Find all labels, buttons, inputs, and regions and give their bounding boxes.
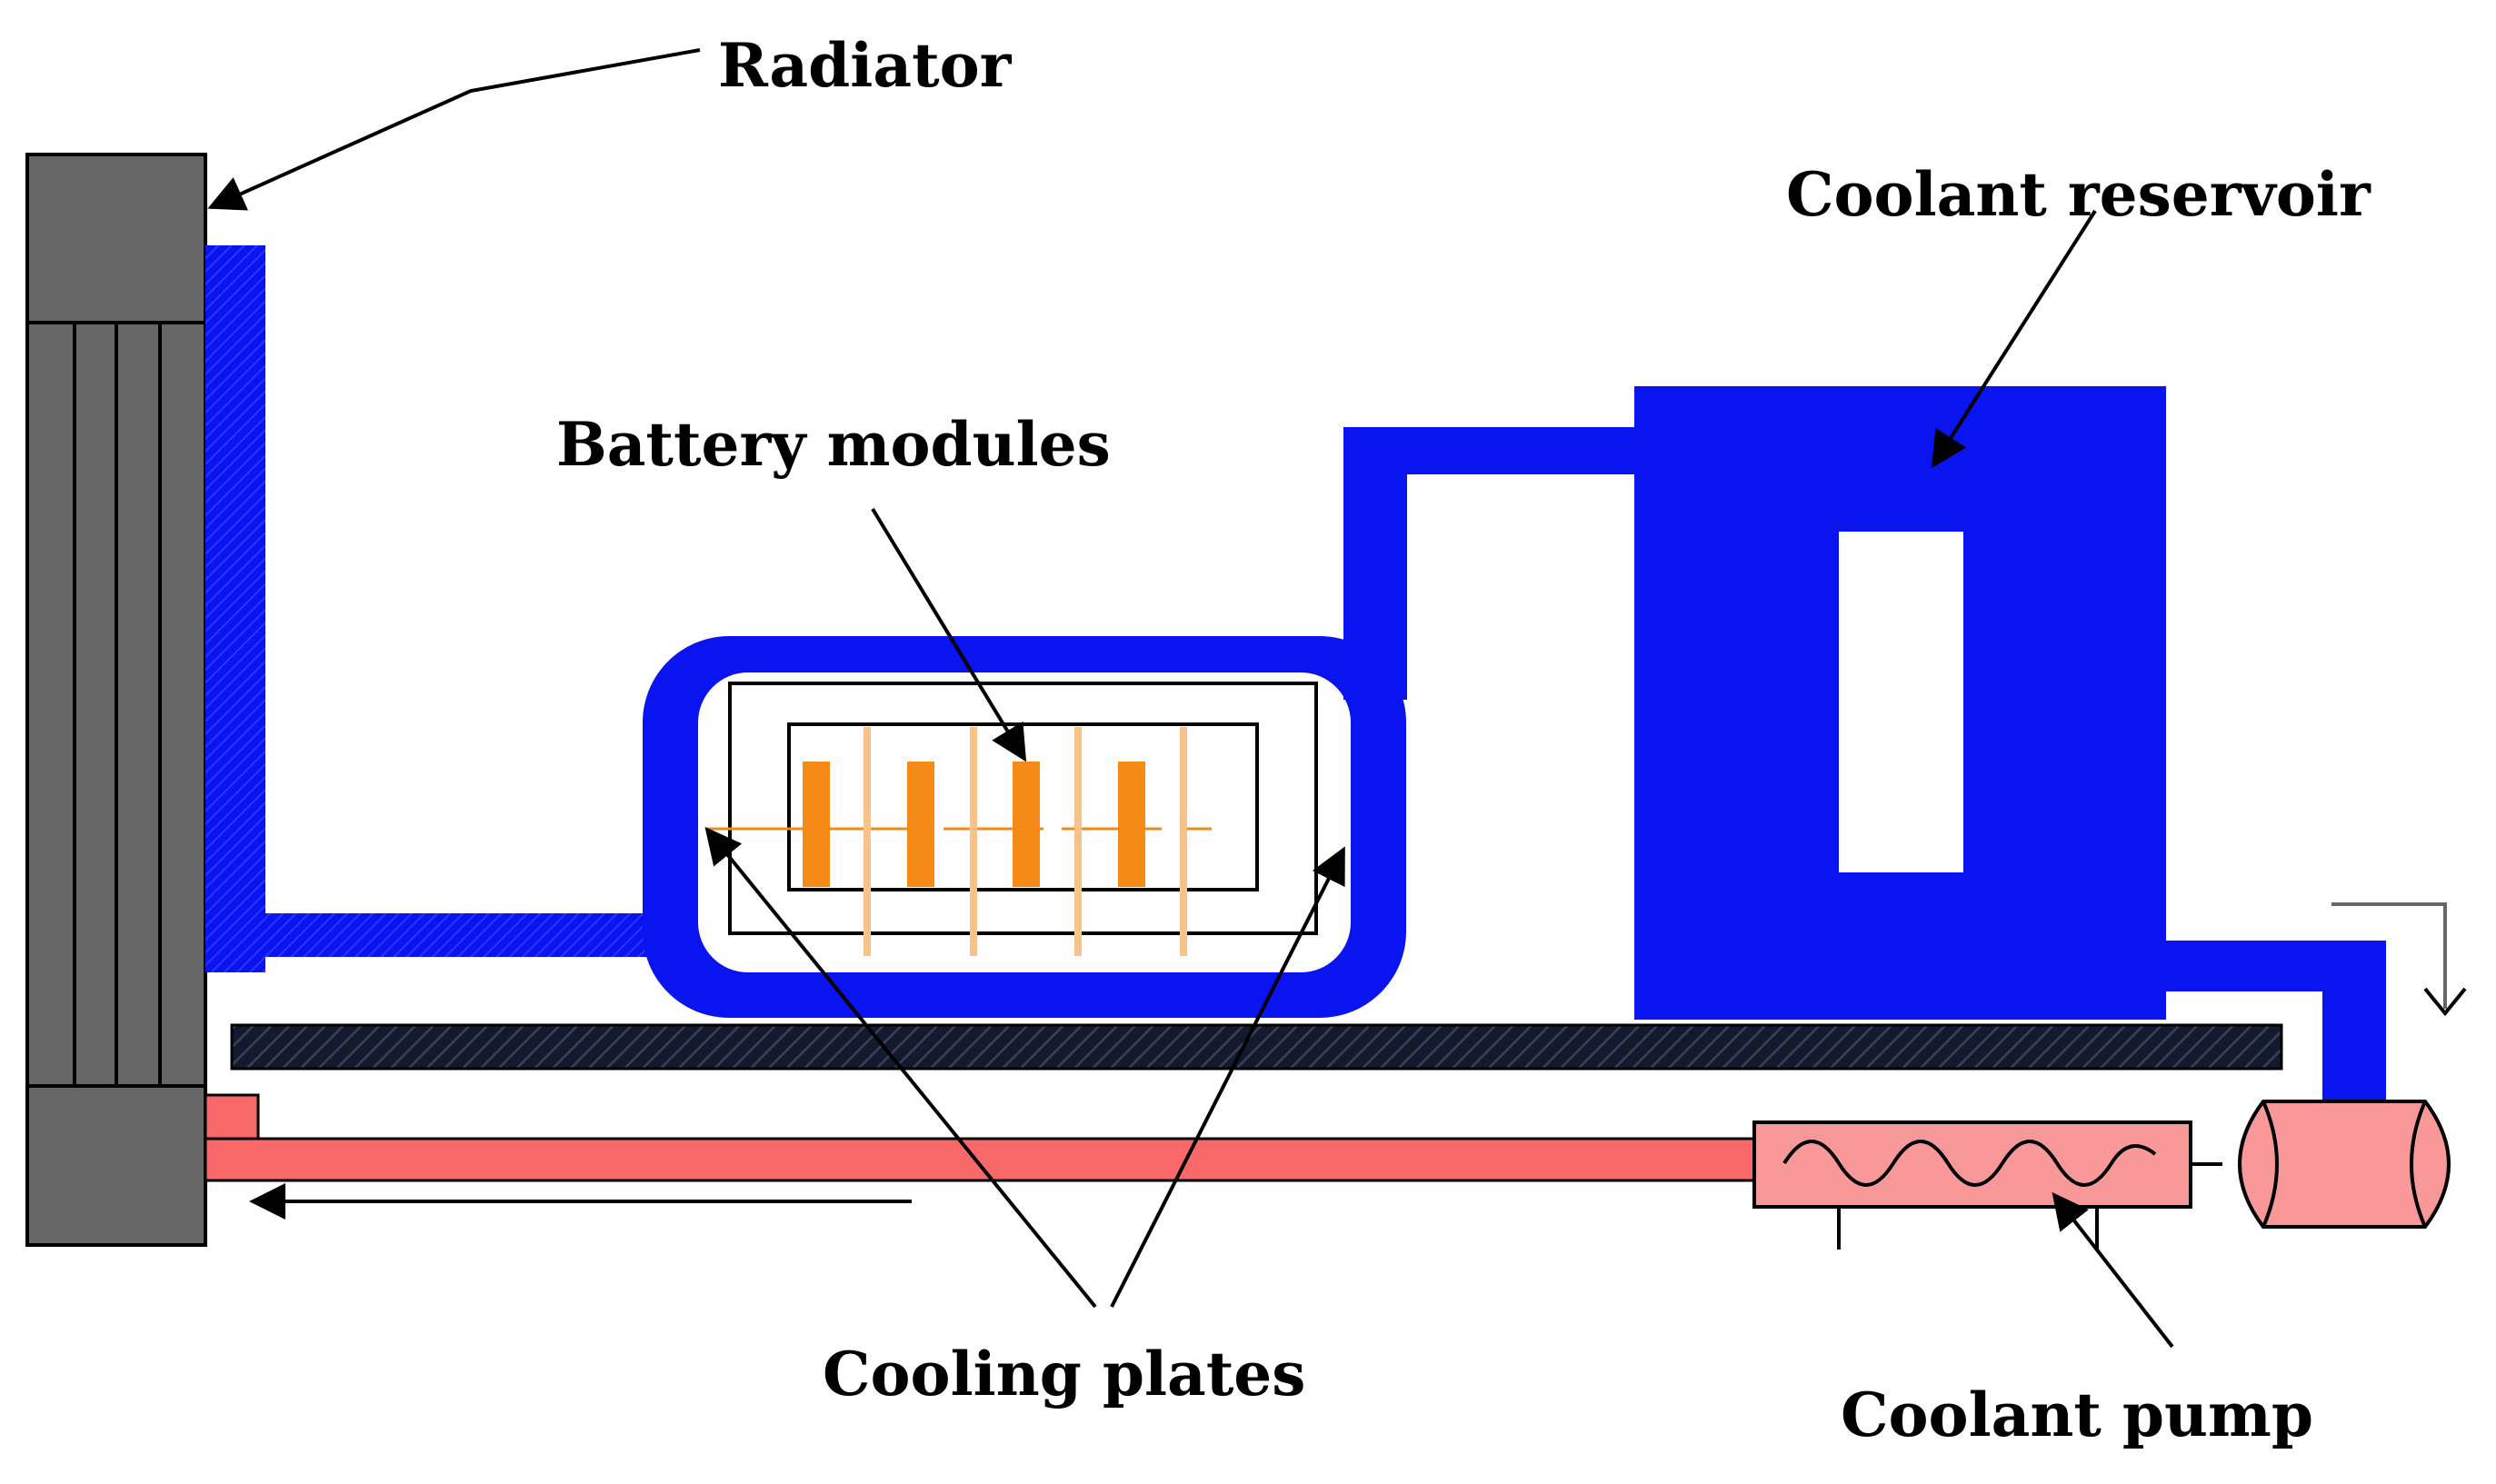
reservoir-outlet-drop [2322,941,2386,1104]
hot-coolant-pipe [204,1093,1757,1182]
pump-cap-right [2410,1101,2427,1228]
battery-cell [1013,762,1040,887]
reservoir-leader [1931,209,2097,469]
pump-leader [2052,1191,2174,1349]
battery-fin [970,727,977,956]
heat-exchanger-body [1752,1120,2192,1209]
battery-pack [707,682,1318,956]
battery-modules-leader [871,507,1027,762]
coolant-reservoir-label: Coolant reservoir [1786,159,2371,230]
battery-modules-label: Battery modules [556,409,1111,480]
base-plate [230,1023,2283,1071]
battery-cell [803,762,830,887]
pipe-to-battery [205,913,660,957]
radiator-outlet-pipe [205,245,265,972]
radiator [25,153,207,1247]
battery-fin [1074,727,1082,956]
cooling-plates-label: Cooling plates [823,1339,1305,1409]
leader-lines [207,48,2174,1349]
heating-coil [1782,1140,2157,1187]
battery-cell [1118,762,1145,887]
return-pipe [204,1137,1757,1182]
cooling-plate-leader-left [704,826,1097,1309]
radiator-top-tank [25,153,207,324]
return-pipe-riser [204,1093,260,1142]
coolant-reservoir [1634,386,2166,1020]
pump-cap-left [2261,1101,2279,1228]
heat-exchanger [1752,1120,2222,1250]
pump-flow-arrow [2331,902,2447,1009]
battery-fin [1180,727,1187,956]
cooling-plate-leader-right [1110,846,1345,1308]
coolant-pump-label: Coolant pump [1841,1379,2313,1450]
battery-cell [907,762,934,887]
radiator-bottom-tank [25,1084,207,1247]
coolant-pump [2238,1100,2451,1229]
battery-fin [864,727,871,956]
radiator-label: Radiator [718,30,1013,101]
radiator-leader [207,48,701,211]
pipe-to-reservoir-horizontal [1343,427,1662,474]
reservoir-window [1839,532,1963,872]
pump-flow-arrowhead [2423,987,2467,1017]
